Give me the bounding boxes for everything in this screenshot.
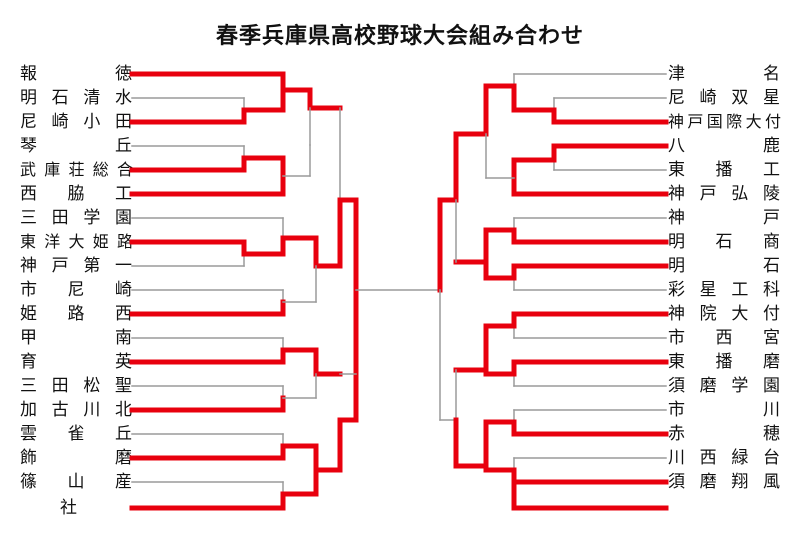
right-team-4: 八鹿: [668, 136, 780, 156]
right-team-17: 川西緑台: [668, 448, 780, 468]
right-team-2: 尼崎双星: [668, 88, 780, 108]
right-team-6: 神戸弘陵: [668, 184, 780, 204]
left-team-5: 武庫荘総合: [20, 160, 133, 179]
left-team-19: 社: [60, 498, 77, 518]
left-team-12: 甲南: [20, 328, 132, 348]
right-team-8: 明石商: [668, 232, 780, 252]
right-team-9: 明石: [668, 256, 780, 276]
right-team-18: 須磨翔風: [668, 472, 780, 492]
left-team-14: 三田松聖: [20, 376, 132, 396]
left-team-17: 飾磨: [20, 448, 132, 468]
right-team-1: 津名: [668, 64, 780, 84]
right-team-3: 神戸国際大付: [668, 112, 781, 131]
left-team-6: 西脇工: [20, 184, 132, 204]
right-team-13: 東播磨: [668, 352, 780, 372]
right-team-12: 市西宮: [668, 328, 780, 348]
page-title: 春季兵庫県高校野球大会組み合わせ: [215, 24, 584, 49]
left-team-11: 姫路西: [20, 304, 132, 324]
left-team-2: 明石清水: [20, 88, 132, 108]
left-team-13: 育英: [20, 352, 132, 372]
left-team-15: 加古川北: [20, 400, 132, 420]
right-team-5: 東播工: [668, 160, 780, 180]
right-team-10: 彩星工科: [668, 280, 780, 300]
left-team-18: 篠山産: [20, 472, 132, 492]
left-team-8: 東洋大姫路: [20, 232, 133, 251]
right-team-7: 神戸: [668, 208, 780, 228]
right-team-14: 須磨学園: [668, 376, 780, 396]
left-team-9: 神戸第一: [20, 256, 132, 276]
right-team-15: 市川: [668, 400, 780, 420]
left-team-1: 報徳: [20, 64, 132, 84]
right-team-11: 神院大付: [668, 304, 780, 324]
right-team-16: 赤穂: [668, 424, 780, 444]
left-team-7: 三田学園: [20, 208, 132, 228]
left-team-16: 雲雀丘: [20, 424, 132, 444]
left-team-10: 市尼崎: [20, 280, 132, 300]
left-team-4: 琴丘: [20, 136, 132, 156]
left-team-3: 尼崎小田: [20, 112, 132, 132]
